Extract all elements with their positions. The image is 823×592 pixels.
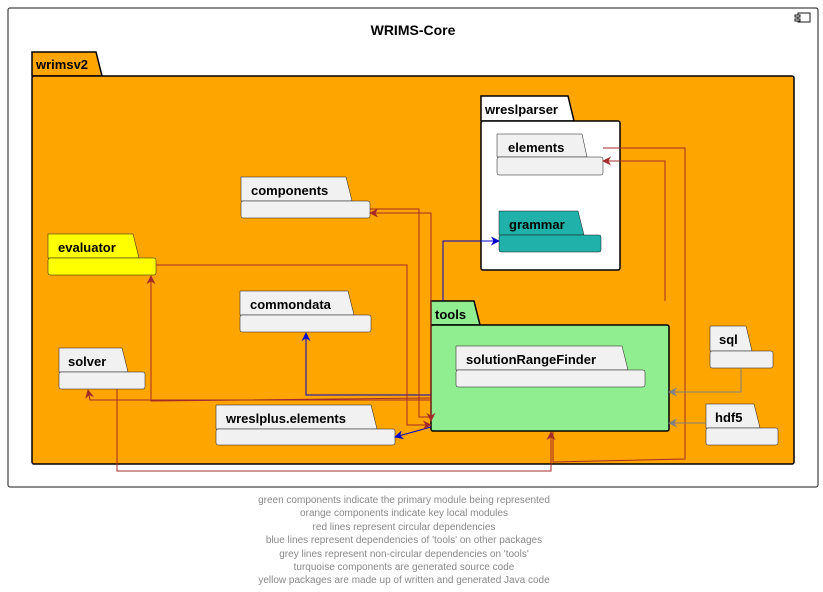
legend-line: orange components indicate key local mod… — [300, 508, 508, 520]
package-components[interactable]: components — [240, 176, 371, 219]
legend-line: blue lines represent dependencies of 'to… — [265, 535, 543, 547]
legend: green components indicate the primary mo… — [0, 494, 808, 588]
package-sql[interactable]: sql — [709, 325, 774, 369]
dependency-lines — [85, 147, 742, 472]
package-wreslplus-elements-label: wreslplus.elements — [225, 411, 346, 426]
dep-sql-tools — [668, 368, 742, 397]
legend-line: red lines represent circular dependencie… — [312, 521, 496, 533]
container-title: WRIMS-Core — [371, 22, 456, 38]
legend-line: grey lines represent non-circular depend… — [279, 548, 529, 560]
package-elements-label: elements — [508, 140, 564, 155]
package-evaluator[interactable]: evaluator — [47, 233, 157, 276]
package-solution-range-finder[interactable]: solutionRangeFinder — [455, 345, 646, 388]
legend-line: green components indicate the primary mo… — [258, 495, 550, 506]
package-evaluator-label: evaluator — [58, 240, 116, 255]
package-solver[interactable]: solver — [58, 347, 146, 390]
package-wrimsv2-label: wrimsv2 — [35, 57, 88, 72]
package-tools-label: tools — [435, 307, 466, 322]
dep-tools-evaluator — [146, 275, 432, 402]
dep-solver-tools — [116, 389, 556, 472]
dep-components-tools-a — [369, 208, 436, 422]
package-solution-range-finder-label: solutionRangeFinder — [466, 352, 596, 367]
package-commondata[interactable]: commondata — [239, 290, 372, 333]
package-sql-label: sql — [719, 332, 738, 347]
dep-components-tools-b — [370, 208, 431, 418]
package-wreslparser-label: wreslparser — [484, 102, 558, 117]
dep-tools-solver — [85, 389, 431, 401]
package-grammar-label: grammar — [509, 217, 565, 232]
dep-tools-elements — [602, 156, 666, 301]
legend-line: turquoise components are generated sourc… — [293, 562, 515, 574]
legend-line: yellow packages are made up of written a… — [258, 575, 550, 587]
package-elements[interactable]: elements — [496, 133, 604, 176]
package-hdf5[interactable]: hdf5 — [705, 403, 779, 446]
component-icon — [794, 12, 811, 23]
dep-tools-grammar — [442, 236, 500, 301]
package-commondata-label: commondata — [250, 297, 332, 312]
dep-elements-tools — [552, 147, 686, 463]
package-solver-label: solver — [68, 354, 106, 369]
package-components-label: components — [251, 183, 328, 198]
package-hdf5-label: hdf5 — [715, 410, 742, 425]
package-grammar[interactable]: grammar — [498, 210, 602, 253]
package-wreslplus-elements[interactable]: wreslplus.elements — [215, 404, 396, 446]
dep-evaluator-tools — [156, 264, 432, 430]
